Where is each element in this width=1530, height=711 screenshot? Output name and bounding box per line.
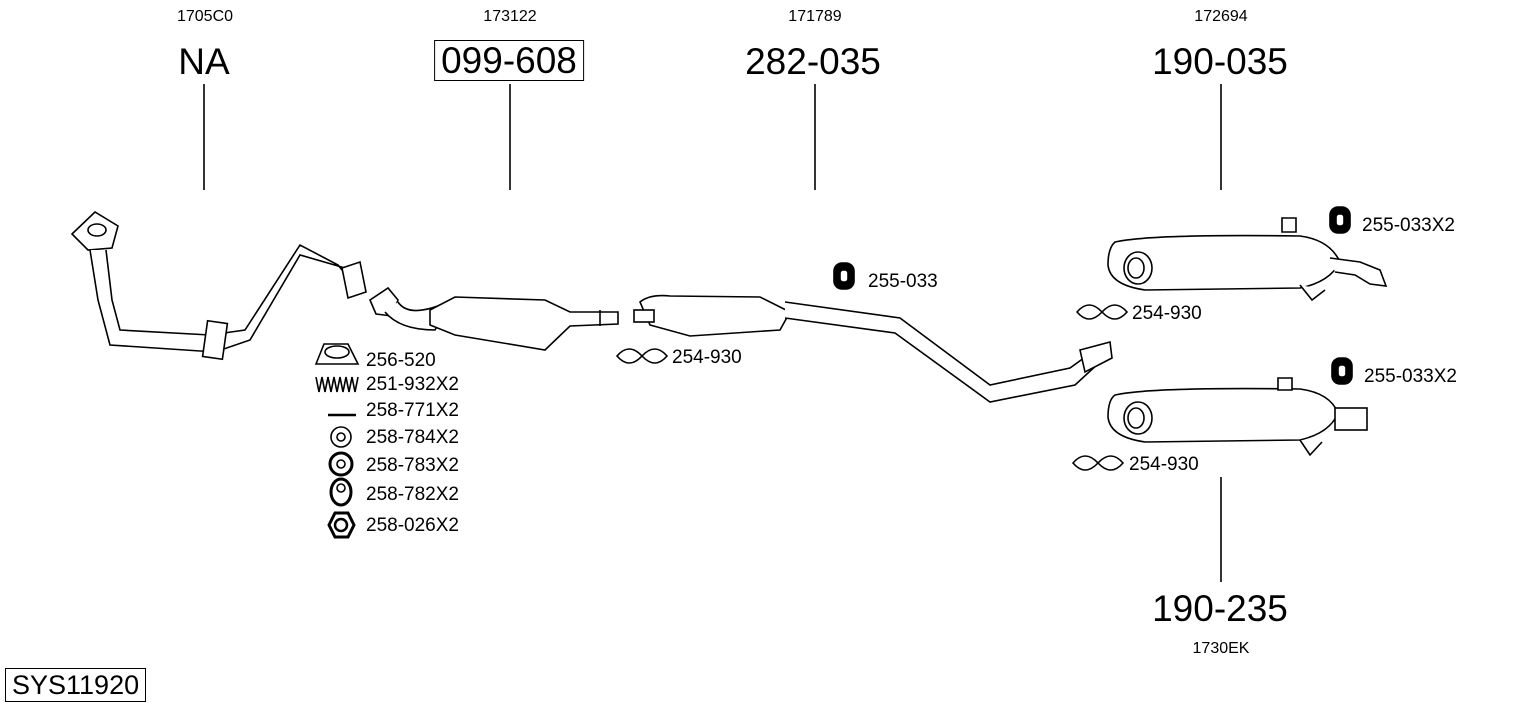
part-ref-na: 1705C0 (176, 8, 234, 25)
part-number-190-235[interactable]: 190-235 (1152, 588, 1288, 629)
fitting-label[interactable]: 255-033 (868, 271, 938, 292)
part-ref-099-608: 173122 (483, 8, 537, 25)
part-ref-282-035: 171789 (788, 8, 842, 25)
kit-item[interactable]: 258-771X2 (366, 400, 459, 421)
catalytic-converter-drawing (369, 286, 619, 351)
upper-rear-silencer-drawing (1107, 217, 1388, 302)
part-number-099-608[interactable]: 099-608 (434, 40, 584, 81)
kit-item[interactable]: 258-784X2 (366, 427, 459, 448)
front-pipe-drawing (70, 210, 367, 361)
fitting-label[interactable]: 254-930 (672, 347, 742, 368)
fitting-label[interactable]: 254-930 (1129, 454, 1199, 475)
kit-item[interactable]: 256-520 (366, 350, 436, 371)
kit-icons (314, 343, 360, 539)
system-id: SYS11920 (5, 668, 147, 702)
lower-rear-silencer-drawing (1107, 377, 1368, 457)
part-ref-190-235: 1730EK (1192, 640, 1250, 657)
fitting-label[interactable]: 254-930 (1132, 303, 1202, 324)
middle-silencer-drawing (633, 294, 1113, 403)
kit-item[interactable]: 258-783X2 (366, 455, 459, 476)
clamp-icons (615, 304, 1129, 471)
part-number-na[interactable]: NA (178, 41, 230, 82)
part-number-282-035[interactable]: 282-035 (745, 41, 881, 82)
fitting-label[interactable]: 255-033X2 (1364, 366, 1457, 387)
fitting-label[interactable]: 255-033X2 (1362, 215, 1455, 236)
kit-item[interactable]: 258-026X2 (366, 515, 459, 536)
kit-item[interactable]: 251-932X2 (366, 374, 459, 395)
part-ref-190-035: 172694 (1194, 8, 1248, 25)
part-number-190-035[interactable]: 190-035 (1152, 41, 1288, 82)
kit-item[interactable]: 258-782X2 (366, 484, 459, 505)
